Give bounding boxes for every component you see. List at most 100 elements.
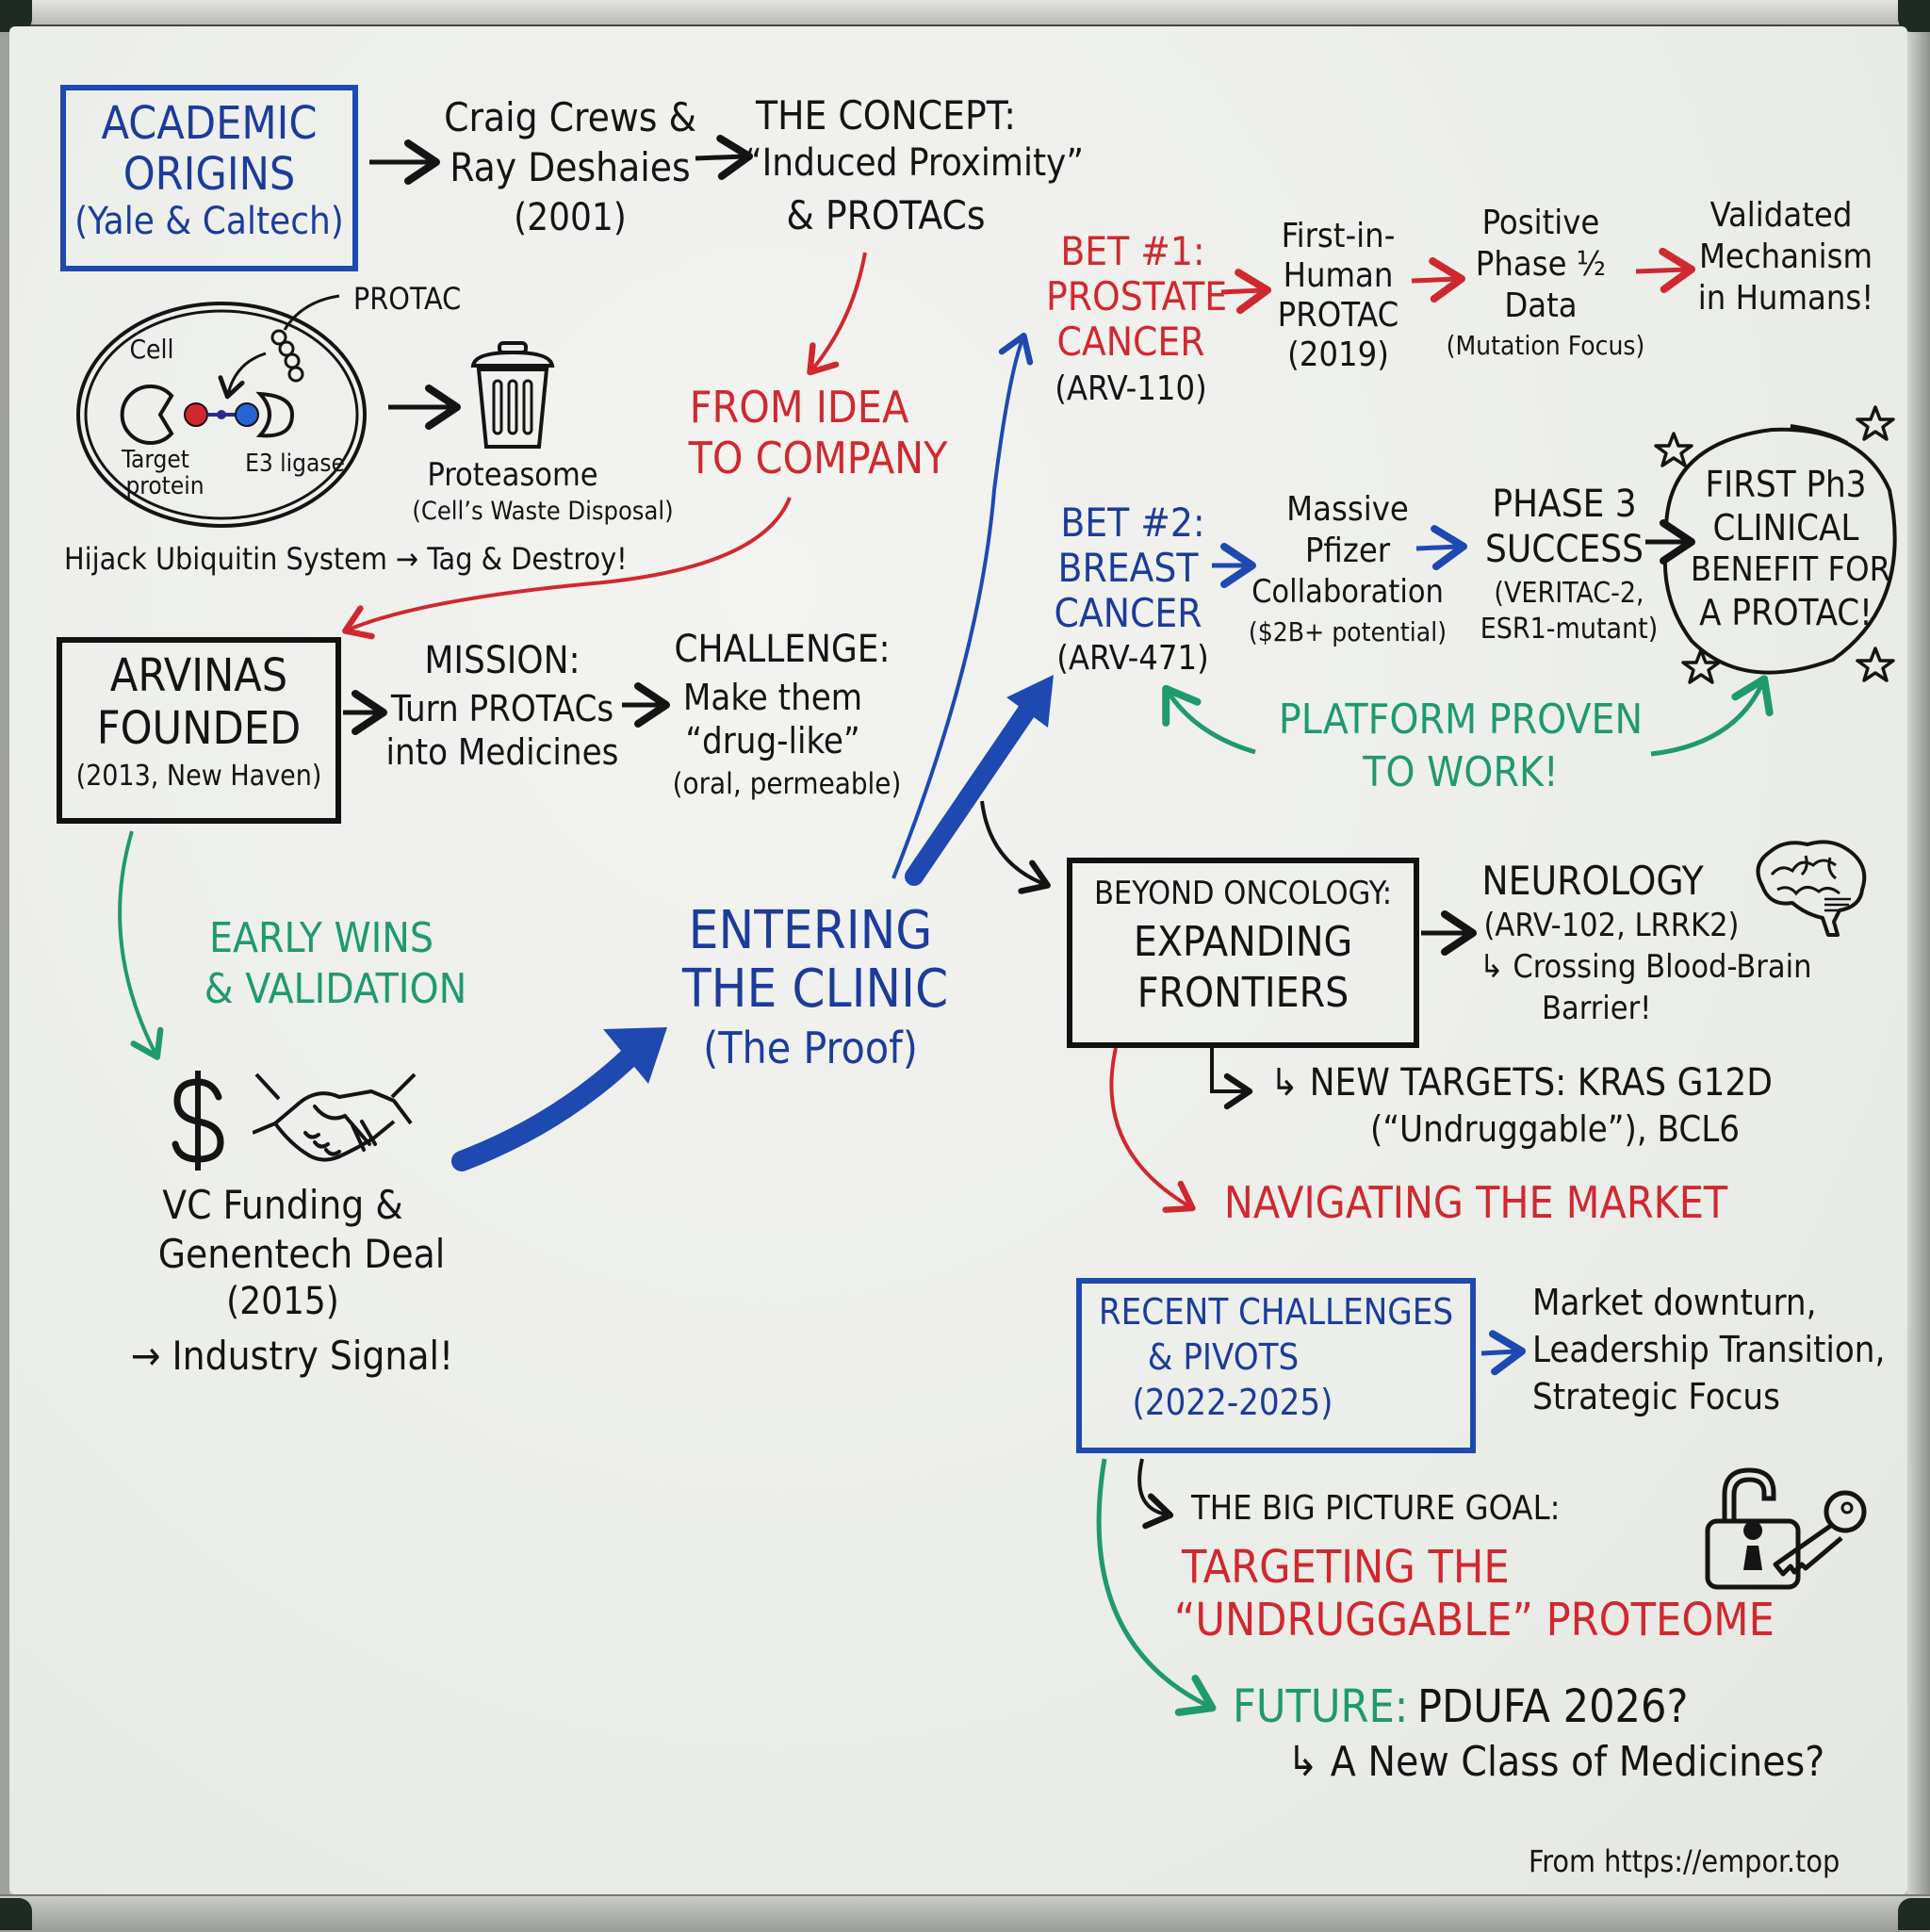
from-idea-line-1: FROM IDEA (689, 382, 909, 433)
bet1-label: BET #1: (1060, 228, 1205, 274)
trash-can-icon (470, 341, 555, 449)
frame-marker-tray (0, 1894, 1930, 1932)
mission-line-3: into Medicines (385, 731, 619, 773)
challenge-line-4: (oral, permeable) (672, 767, 902, 801)
academic-origins-subtitle: (Yale & Caltech) (74, 200, 344, 243)
cell-label: Cell (129, 334, 174, 365)
target-label-1: Target (122, 446, 189, 474)
entering-clinic-line-1: ENTERING (688, 900, 933, 961)
beyond-oncology-box (1067, 858, 1419, 1048)
brain-icon (1756, 840, 1867, 937)
proteasome-label: Proteasome (427, 456, 598, 494)
concept-induced-proximity: “Induced Proximity” (744, 141, 1084, 185)
beyond-oncology-line-1: BEYOND ONCOLOGY: (1093, 875, 1393, 912)
bet1-step1-line-2: Human (1283, 256, 1394, 295)
challenge-title: CHALLENGE: (674, 628, 891, 671)
arvinas-line-1: ARVINAS (109, 649, 288, 702)
founders-line-2: Ray Deshaies (450, 144, 691, 190)
funding-year: (2015) (226, 1280, 339, 1323)
highlight-line-1: FIRST Ph3 (1705, 464, 1867, 505)
big-picture-label: THE BIG PICTURE GOAL: (1191, 1489, 1561, 1528)
arvinas-line-3: (2013, New Haven) (75, 760, 322, 793)
bet1-step1-line-4: (2019) (1287, 336, 1389, 374)
bet2-step1-line-1: Massive (1286, 490, 1409, 529)
bet1-drug-code: (ARV-110) (1055, 369, 1207, 408)
neurology-title: NEUROLOGY (1481, 858, 1704, 904)
target-label-2: protein (125, 472, 204, 500)
recent-challenges-box (1076, 1278, 1476, 1453)
market-notes-line-1: Market downturn, (1532, 1282, 1817, 1323)
bet2-step1-line-3: Collaboration (1251, 573, 1444, 611)
bet1-step2-line-1: Positive (1481, 204, 1600, 242)
bet2-breast: BREAST (1057, 545, 1199, 591)
academic-origins-title-2: ORIGINS (123, 148, 296, 201)
entering-clinic-line-3: (The Proof) (703, 1023, 918, 1073)
handshake-icon (253, 1072, 417, 1162)
recent-challenges-line-1: RECENT CHALLENGES (1098, 1291, 1454, 1333)
founders-year: (2001) (514, 196, 627, 239)
bet1-prostate: PROSTATE (1046, 273, 1228, 319)
challenge-line-3: “drug-like” (685, 720, 860, 761)
new-targets-line-1: ↳ NEW TARGETS: KRAS G12D (1270, 1061, 1773, 1105)
bet1-step2-line-4: (Mutation Focus) (1446, 330, 1645, 361)
key-icon (1773, 1490, 1867, 1577)
mechanism-caption: Hijack Ubiquitin System → Tag & Destroy! (64, 541, 628, 577)
entering-clinic-line-2: THE CLINIC (681, 958, 949, 1020)
beyond-oncology-line-2: EXPANDING (1133, 918, 1353, 966)
new-targets-line-2: (“Undruggable”), BCL6 (1370, 1108, 1740, 1150)
platform-proven-line-1: PLATFORM PROVEN (1278, 696, 1644, 744)
future-prefix: FUTURE: (1233, 1680, 1409, 1733)
academic-origins-title-1: ACADEMIC (101, 97, 318, 150)
market-notes-line-2: Leadership Transition, (1532, 1329, 1886, 1370)
recent-challenges-line-2: & PIVOTS (1147, 1336, 1300, 1378)
frame-corner (0, 1898, 32, 1930)
neurology-note-2: Barrier! (1542, 990, 1652, 1027)
frame-left-rail (0, 25, 9, 1894)
funding-line-2: Genentech Deal (157, 1231, 446, 1277)
bet2-step2-line-4: ESR1-mutant) (1480, 613, 1659, 646)
concept-title: THE CONCEPT: (756, 92, 1016, 139)
founders-line-1: Craig Crews & (444, 94, 696, 140)
from-idea-line-2: TO COMPANY (688, 433, 948, 483)
funding-signal: → Industry Signal! (130, 1333, 454, 1379)
frame-corner (1898, 1898, 1930, 1930)
unlocked-padlock-icon (1705, 1467, 1867, 1590)
e3-ligase-label: E3 ligase (245, 450, 345, 478)
beyond-oncology-line-3: FRONTIERS (1137, 969, 1349, 1017)
future-pdufa: PDUFA 2026? (1417, 1680, 1689, 1733)
neurology-drug: (ARV-102, LRRK2) (1483, 907, 1740, 944)
bet2-step1-line-4: ($2B+ potential) (1248, 616, 1448, 647)
big-picture-line-2: “UNDRUGGABLE” PROTEOME (1174, 1594, 1775, 1646)
mission-line-2: Turn PROTACs (390, 688, 614, 729)
future-sub: ↳ A New Class of Medicines? (1287, 1738, 1825, 1786)
highlight-line-4: A PROTAC! (1699, 592, 1873, 633)
bet2-drug-code: (ARV-471) (1056, 639, 1209, 678)
bet1-step2-line-2: Phase ½ (1475, 245, 1607, 284)
frame-right-rail (1907, 25, 1930, 1894)
academic-origins-box (60, 85, 358, 271)
protac-label: PROTAC (352, 281, 462, 317)
bet1-step3-line-3: in Humans! (1697, 279, 1874, 318)
bet1-step3-line-2: Mechanism (1698, 237, 1873, 276)
bet1-step3-line-1: Validated (1709, 196, 1853, 235)
bet2-label: BET #2: (1060, 499, 1205, 546)
bet1-step1-line-1: First-in- (1281, 217, 1396, 255)
navigating-the-market: NAVIGATING THE MARKET (1223, 1177, 1728, 1228)
bet2-step1-line-2: Pfizer (1304, 532, 1391, 570)
mission-title: MISSION: (424, 639, 581, 682)
challenge-line-2: Make them (682, 677, 863, 718)
bet1-cancer: CANCER (1056, 319, 1205, 365)
highlight-line-2: CLINICAL (1712, 507, 1859, 548)
highlight-line-3: BENEFIT FOR (1690, 550, 1891, 589)
market-notes-line-3: Strategic Focus (1532, 1376, 1780, 1417)
concept-protacs: & PROTACs (786, 192, 986, 238)
bet2-cancer: CANCER (1054, 590, 1202, 636)
arvinas-founded-box (57, 637, 341, 824)
platform-proven-line-2: TO WORK! (1363, 748, 1559, 796)
recent-challenges-line-3: (2022-2025) (1132, 1382, 1333, 1423)
bet2-step2-line-3: (VERITAC-2, (1494, 577, 1644, 610)
bet1-step1-line-3: PROTAC (1277, 296, 1399, 335)
dollar-sign-icon (172, 1071, 224, 1171)
proteasome-sub: (Cell’s Waste Disposal) (412, 497, 674, 526)
source-credit: From https://empor.top (1529, 1843, 1840, 1879)
